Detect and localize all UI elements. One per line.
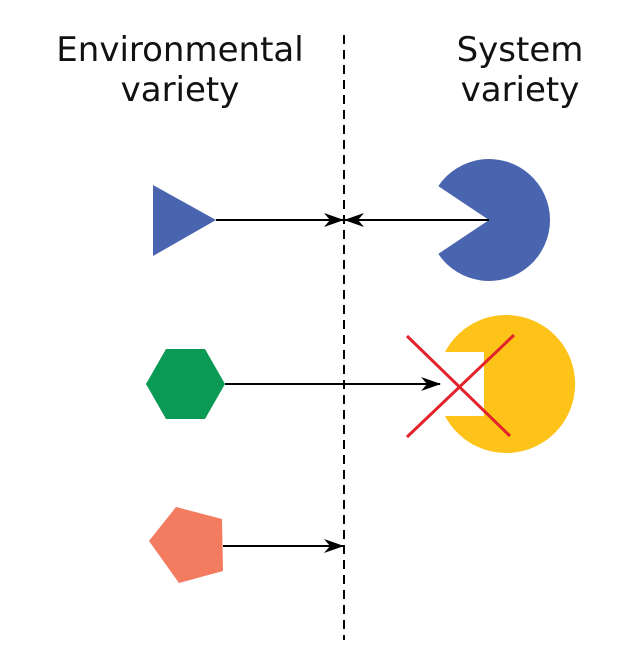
pentagon-shape [149,507,223,583]
environmental-variety-line2: variety [120,70,240,110]
system-variety-header: System variety [420,30,620,110]
mismatch-cross-icon [405,333,516,439]
environmental-variety-line1: Environmental [56,30,304,70]
system-variety-line2: variety [460,70,580,110]
environmental-variety-header: Environmental variety [30,30,330,110]
system-variety-line1: System [456,30,584,70]
triangle-shape [153,185,216,256]
yellow-pacman-shape [445,315,576,453]
hexagon-shape [146,349,225,419]
blue-pacman-shape [438,159,551,281]
